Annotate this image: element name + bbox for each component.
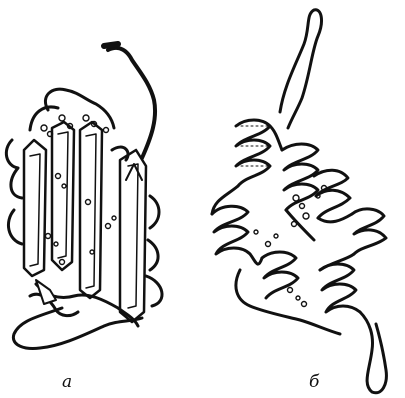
panel-label-a: а: [62, 374, 72, 391]
panel-label-b: б: [309, 374, 319, 391]
